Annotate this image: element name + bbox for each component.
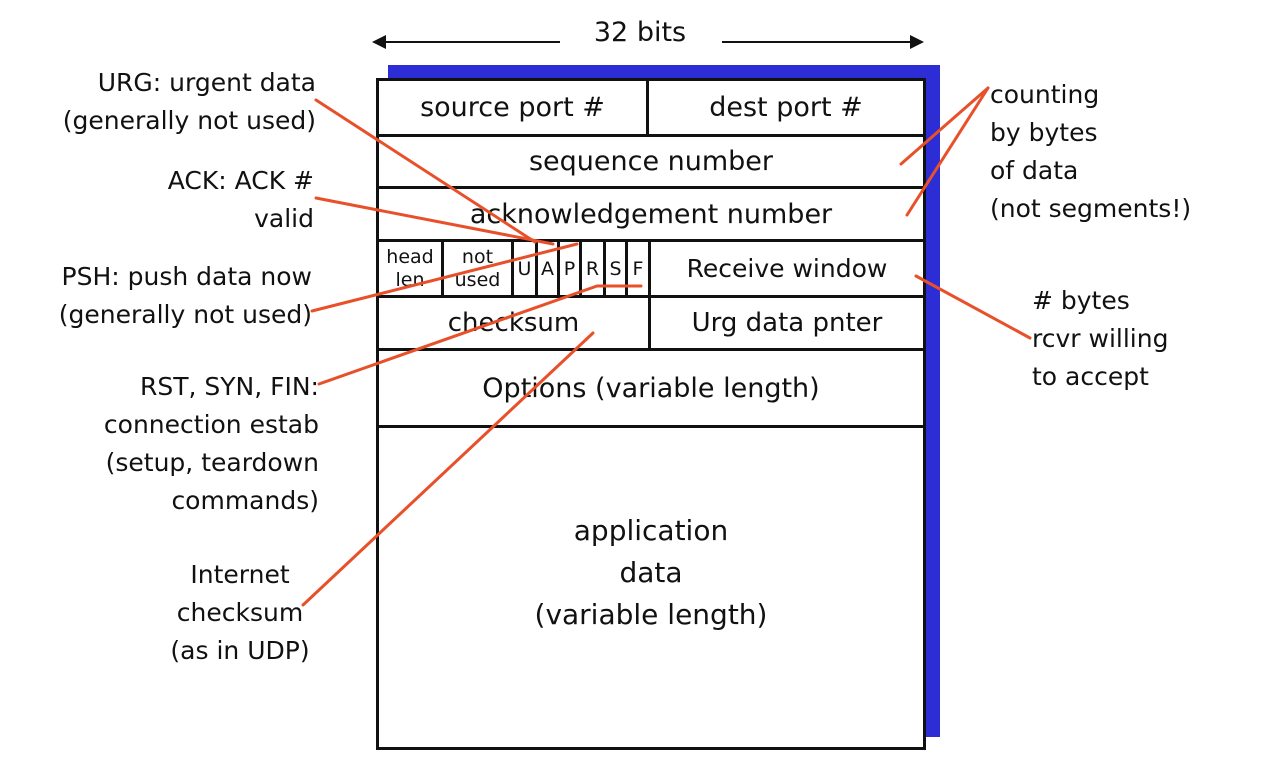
width-arrow-right-head <box>910 35 924 49</box>
width-arrow-right-line <box>722 41 912 43</box>
row-acknowledgement: acknowledgement number <box>379 189 923 242</box>
row-ports: source port # dest port # <box>379 81 923 137</box>
tcp-segment-box: source port # dest port # sequence numbe… <box>376 78 926 750</box>
source-port-field: source port # <box>379 81 649 134</box>
annotation-internet-checksum: Internet checksum (as in UDP) <box>170 560 310 665</box>
application-data-field: application data (variable length) <box>534 513 768 631</box>
annotation-rcvr-window: # bytes rcvr willing to accept <box>1032 286 1169 391</box>
flag-psh: P <box>560 242 582 295</box>
annotation-urg: URG: urgent data (generally not used) <box>62 68 316 135</box>
head-len-field: head len <box>379 242 444 295</box>
acknowledgement-number-field: acknowledgement number <box>469 198 833 230</box>
flag-fin: F <box>628 242 651 295</box>
row-application-data: application data (variable length) <box>379 428 923 747</box>
width-arrow-left-head <box>372 35 386 49</box>
width-label: 32 bits <box>560 16 720 50</box>
options-field: Options (variable length) <box>482 372 820 404</box>
row-sequence: sequence number <box>379 137 923 189</box>
urg-data-pointer-field: Urg data pnter <box>691 308 883 338</box>
width-arrow-left-line <box>386 41 560 43</box>
flag-ack: A <box>538 242 560 295</box>
sequence-number-field: sequence number <box>528 146 774 177</box>
row-options: Options (variable length) <box>379 351 923 428</box>
flag-rst: R <box>582 242 606 295</box>
dest-port-field: dest port # <box>709 92 863 123</box>
flag-syn: S <box>606 242 628 295</box>
annotation-ack: ACK: ACK # valid <box>167 166 314 233</box>
not-used-field: not used <box>444 242 514 295</box>
checksum-field: checksum <box>379 298 651 348</box>
annotation-rst-syn-fin: RST, SYN, FIN: connection estab (setup, … <box>103 372 319 515</box>
row-flags-window: head len not used U A P R S F Receive wi… <box>379 242 923 298</box>
row-checksum: checksum Urg data pnter <box>379 298 923 351</box>
annotation-counting: counting by bytes of data (not segments!… <box>990 80 1192 223</box>
receive-window-field: Receive window <box>686 254 888 283</box>
flag-urg: U <box>514 242 538 295</box>
annotation-psh: PSH: push data now (generally not used) <box>58 262 312 329</box>
